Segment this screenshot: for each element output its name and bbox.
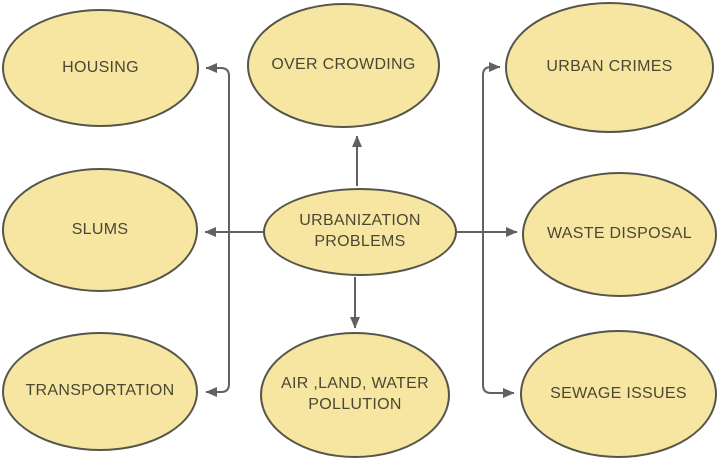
node-slums: SLUMS — [2, 168, 198, 292]
node-sewage-issues: SEWAGE ISSUES — [520, 330, 717, 458]
node-urbanization-problems: URBANIZATION PROBLEMS — [263, 188, 457, 276]
node-waste-disposal: WASTE DISPOSAL — [522, 172, 717, 297]
edge-center-to-transportation — [205, 232, 230, 397]
node-over-crowding: OVER CROWDING — [247, 3, 440, 128]
node-air-land-water-pollution: AIR ,LAND, WATER POLLUTION — [260, 332, 450, 458]
node-housing: HOUSING — [2, 9, 199, 127]
edge-center-to-urban-crimes — [482, 62, 501, 232]
node-urban-crimes: URBAN CRIMES — [505, 2, 714, 133]
node-transportation: TRANSPORTATION — [2, 332, 198, 451]
edge-center-to-sewage-issues — [482, 232, 515, 398]
edge-center-to-housing — [205, 63, 230, 232]
